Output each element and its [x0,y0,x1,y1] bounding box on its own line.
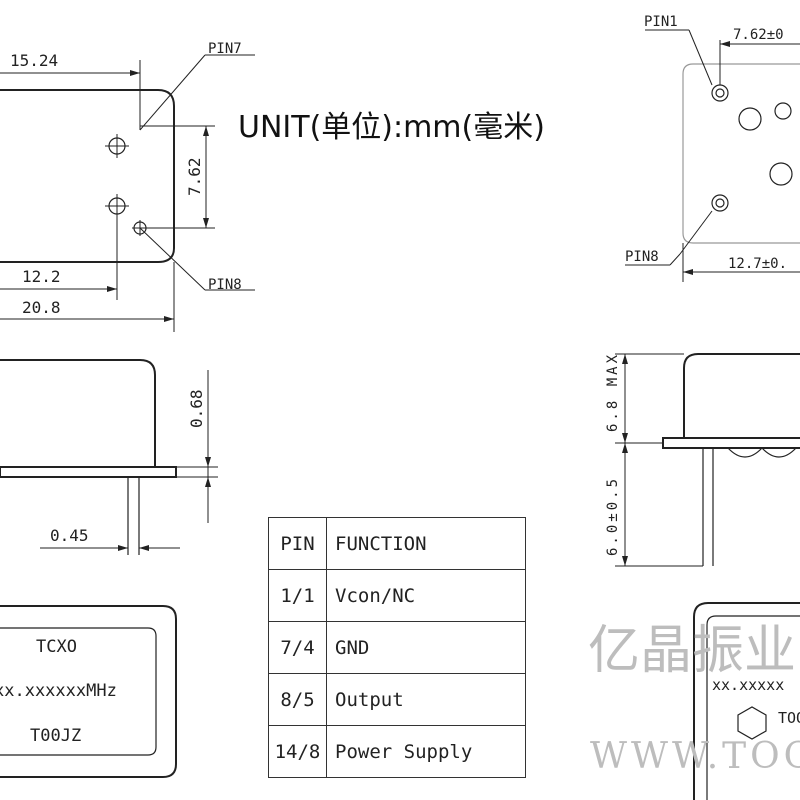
label-line-freq: xx.xxxxxxMHz [0,681,117,701]
pin8-label-right: PIN8 [625,249,659,265]
pin1-label: PIN1 [644,14,678,30]
pin-cell: 1/1 [268,569,327,622]
function-cell: Power Supply [326,725,526,778]
dim-6-8-max: 6.8 MAX [605,352,621,432]
function-cell: Vcon/NC [326,569,526,622]
dim-7-62-right: 7.62±0 [733,27,784,43]
table-row: 1/1 Vcon/NC [268,569,526,622]
label-line-model: T00JZ [30,726,81,746]
label-view-drawing [0,605,177,778]
header-pin: PIN [268,517,327,570]
table-row: 8/5 Output [268,673,526,726]
unit-note: UNIT(单位):mm(毫米) [238,110,545,145]
function-cell: GND [326,621,526,674]
right-top-view-drawing [625,29,800,282]
pin-function-table: PIN FUNCTION 1/1 Vcon/NC 7/4 GND 8/5 Out… [268,517,526,778]
table-row: 14/8 Power Supply [268,725,526,778]
top-view-drawing [0,54,255,332]
header-function: FUNCTION [326,517,526,570]
pin7-label: PIN7 [208,41,242,57]
dim-12-2: 12.2 [22,267,61,286]
dim-0-45: 0.45 [50,526,89,545]
right-side-view-drawing [615,353,800,567]
pin-cell: 7/4 [268,621,327,674]
pin-cell: 14/8 [268,725,327,778]
label-line-tcxo: TCXO [36,637,77,657]
right-label-freq: xx.xxxxx [712,676,784,694]
function-cell: Output [326,673,526,726]
right-label-view-drawing [693,602,800,800]
dim-0-68: 0.68 [187,389,206,428]
table-header-row: PIN FUNCTION [268,517,526,570]
pin8-label-left: PIN8 [208,277,242,293]
pin-cell: 8/5 [268,673,327,726]
side-view-drawing [0,359,218,555]
dim-12-7-right: 12.7±0. [728,256,787,272]
dim-7-62: 7.62 [185,157,204,196]
table-row: 7/4 GND [268,621,526,674]
watermark-cn: 亿晶振业 [588,621,796,681]
watermark-url: WWW.TOO [590,736,800,777]
dim-20-8: 20.8 [22,298,61,317]
dim-15-24: 15.24 [10,51,58,70]
dim-6-0: 6.0±0.5 [605,476,621,556]
right-label-model: TOO [778,709,800,727]
